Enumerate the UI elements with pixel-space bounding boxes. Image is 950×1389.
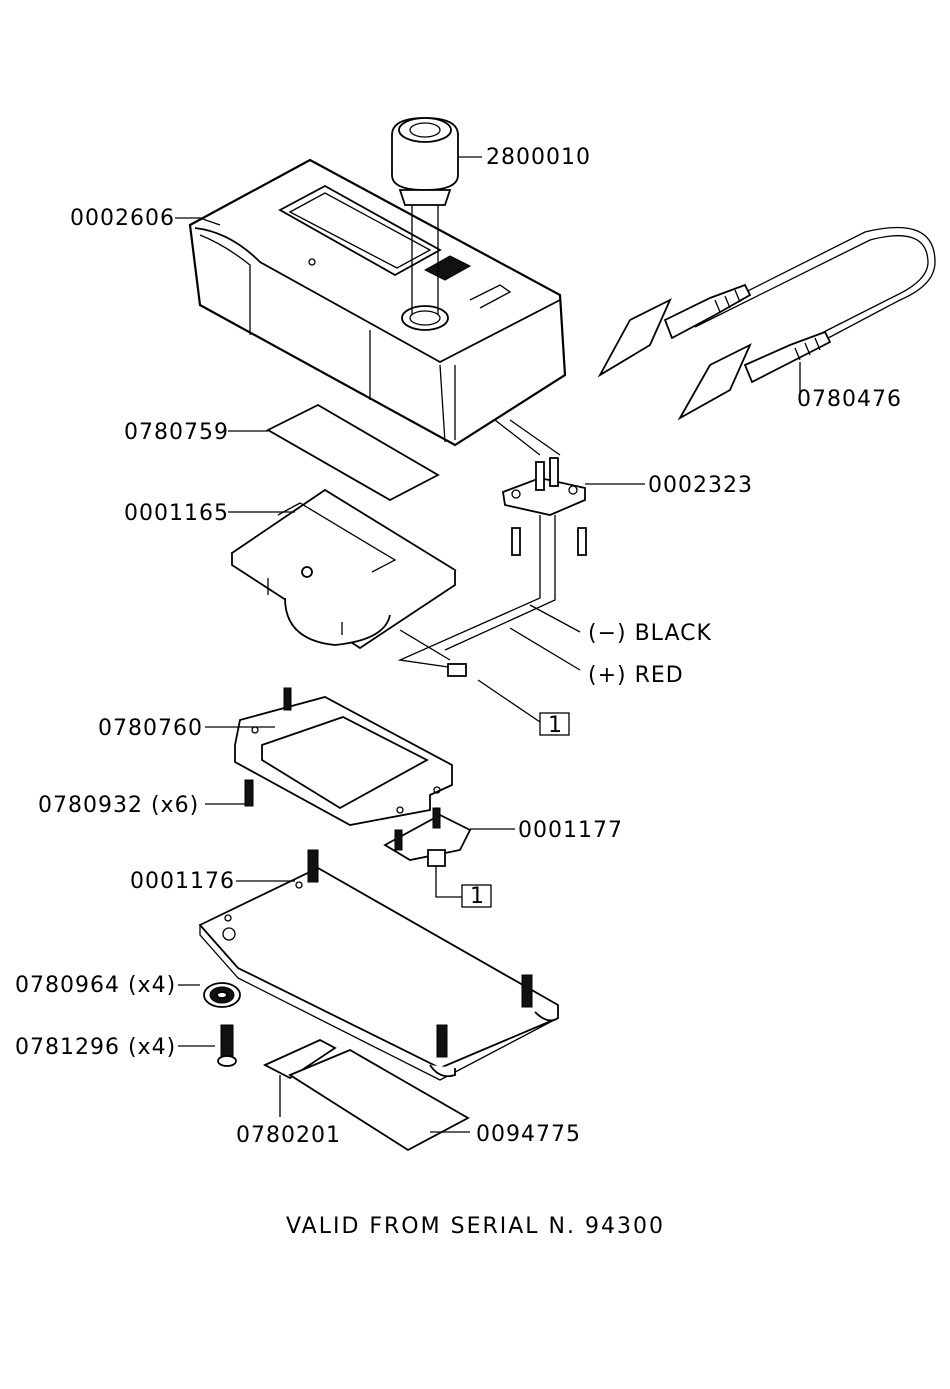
label-0001177: 0001177	[518, 818, 623, 843]
label-0780964: 0780964 (x4)	[15, 973, 176, 998]
base-plate-0001176	[200, 850, 558, 1080]
label-0780932: 0780932 (x6)	[38, 793, 199, 818]
screw-0780932	[245, 780, 253, 806]
label-0094775: 0094775	[476, 1122, 581, 1147]
footer-serial-note: VALID FROM SERIAL N. 94300	[286, 1214, 665, 1239]
label-2800010: 2800010	[486, 145, 591, 170]
screw-0781296	[218, 1025, 236, 1066]
label-0001165: 0001165	[124, 501, 229, 526]
label-0001176: 0001176	[130, 869, 235, 894]
gasket-0780760	[235, 688, 452, 825]
foot-0780964	[204, 983, 240, 1007]
label-red-wire: (+) RED	[588, 663, 684, 688]
housing-0002606	[190, 160, 565, 445]
label-0780760: 0780760	[98, 716, 203, 741]
label-0780476: 0780476	[797, 387, 902, 412]
reference-marker-1-top: 1	[548, 713, 563, 738]
label-0002606: 0002606	[70, 206, 175, 231]
label-0781296: 0781296 (x4)	[15, 1035, 176, 1060]
reference-marker-1-bottom: 1	[470, 884, 485, 909]
label-0780201: 0780201	[236, 1123, 341, 1148]
load-cell-0001165	[232, 490, 455, 648]
label-black-wire: (−) BLACK	[588, 621, 712, 646]
label-0002323: 0002323	[648, 473, 753, 498]
label-0780759: 0780759	[124, 420, 229, 445]
